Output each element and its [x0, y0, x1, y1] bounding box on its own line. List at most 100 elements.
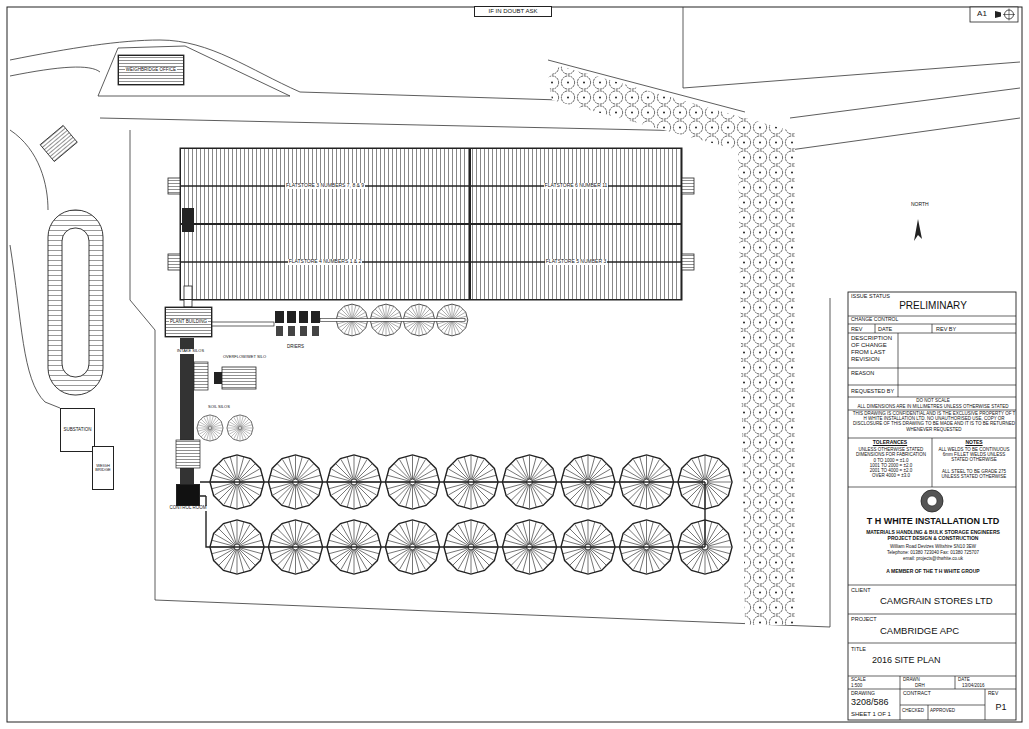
table-header: NOTES	[934, 440, 1014, 446]
road-edge	[10, 67, 100, 76]
sheet-number: SHEET 1 OF 1	[851, 711, 899, 718]
table-header: APPROVED	[930, 708, 980, 713]
tolerance-value: 1001 TO 2000 = ±2.0	[850, 463, 932, 468]
notice-box: IF IN DOUBT ASK	[474, 6, 552, 17]
table-header: REQUESTED BY	[851, 388, 911, 394]
site-boundary	[155, 298, 830, 627]
silo-conveyor	[200, 482, 705, 547]
area-label: OVERFLOW/WET SILO	[222, 355, 267, 360]
drier-base	[276, 326, 283, 336]
title-block-heading: CHANGE CONTROL	[851, 317, 931, 323]
table-header: REV BY	[936, 326, 976, 332]
table-header: TITLE	[851, 646, 911, 652]
conveyor	[320, 319, 465, 322]
store-conveyor	[184, 286, 192, 307]
company-tagline: PROJECT DESIGN & CONSTRUCTION	[850, 536, 1016, 542]
site-boundary	[130, 130, 155, 465]
road-edge	[10, 40, 560, 100]
table-header: DRAWING	[851, 691, 896, 697]
table-header: DESCRIPTION OF CHANGE FROM LAST REVISION	[851, 335, 897, 363]
tolerance-value: 2001 TO 4000 = ±2.0	[850, 468, 932, 473]
store-conveyor-head	[182, 208, 194, 232]
company-contact: email: projects@thwhite.co.uk	[850, 556, 1016, 561]
fabrication-note: ALL WELDS TO BE CONTINUOUS 6mm FILLET WE…	[935, 447, 1013, 463]
company-tagline: MATERIALS HANDLING & BULK STORAGE ENGINE…	[850, 530, 1016, 536]
store-door	[682, 178, 694, 194]
north-arrow	[914, 219, 922, 241]
flatstore-bay: FLATSTORE 6 NUMBER 11	[470, 148, 682, 224]
node-label: FLATSTORE 3 NUMBERS 7, 8 & 9	[285, 183, 365, 189]
node-label: IF IN DOUBT ASK	[488, 8, 539, 15]
area-label: DRIERS	[286, 344, 305, 349]
drawn-by: DRH	[915, 683, 950, 688]
flatstore-bay: FLATSTORE 5 NUMBER 3	[470, 224, 682, 300]
scale-value: 1:500	[851, 683, 891, 688]
revision-value: P1	[986, 702, 1016, 712]
area-label: SOIL SILOS	[207, 405, 231, 410]
table-header: REV	[988, 691, 1013, 697]
drawing-title: 2016 SITE PLAN	[872, 655, 1012, 665]
company-contact: Telephone: 01380 723040 Fax: 01380 72570…	[850, 550, 1016, 555]
office-yard	[98, 46, 290, 96]
table-header: REV	[851, 326, 871, 332]
sheet-size: A1	[972, 9, 992, 18]
sheet-border	[7, 7, 1022, 722]
projection-symbol-cone	[995, 11, 1001, 18]
overflow-silo-leg	[214, 372, 222, 384]
node-label: CONTROL ROOM	[168, 506, 207, 511]
table-header: PROJECT	[851, 616, 911, 622]
office-roof	[118, 55, 184, 85]
tolerance-note: UNLESS OTHERWISE STATED DIMENSIONS FOR F…	[852, 447, 930, 457]
drawing-note: ALL DIMENSIONS ARE IN MILLIMETRES UNLESS…	[850, 404, 1016, 409]
drier-unit	[275, 311, 284, 323]
company-logo-centre	[927, 496, 937, 506]
table-header: CONTRACT	[903, 691, 953, 697]
drier-base	[312, 326, 319, 336]
intake-pit	[176, 440, 200, 468]
confidentiality-note: THIS DRAWING IS CONFIDENTIAL AND IS THE …	[852, 411, 1016, 432]
node-label: WEIGHBRIDGE OFFICE	[125, 68, 177, 73]
store-door	[168, 254, 180, 270]
node-label: PLANT BUILDING	[169, 320, 208, 325]
date-value: 13/04/2016	[962, 683, 1012, 688]
road-edge	[790, 88, 1020, 118]
car-park-island	[62, 228, 89, 377]
store-door	[682, 254, 694, 270]
substation-building: SUBSTATION	[60, 408, 95, 452]
soil-silo	[197, 415, 223, 441]
table-header: REASON	[851, 370, 897, 376]
office-building: WEIGHBRIDGE OFFICE	[118, 55, 184, 85]
drier-unit	[299, 311, 308, 323]
drawing-number: 3208/586	[851, 697, 899, 707]
node-label: FLATSTORE 4 NUMBERS 1 & 2	[288, 259, 363, 265]
company-logo	[921, 490, 943, 512]
road-edge	[10, 130, 48, 210]
north-label: NORTH	[910, 202, 930, 208]
company-address: William Road Devizes Wiltshire SN10 3EW	[850, 544, 1016, 549]
store-door	[168, 178, 180, 194]
title-block-rules	[848, 316, 1016, 705]
car-park-track	[48, 210, 103, 395]
client-name: CAMGRAIN STORES LTD	[880, 596, 1014, 607]
table-header: TOLERANCES	[850, 440, 930, 446]
table-header: SCALE	[851, 677, 891, 682]
table-header: CHECKED	[902, 708, 928, 713]
drier-unit	[311, 311, 320, 323]
flatstore-bay: FLATSTORE 3 NUMBERS 7, 8 & 9	[180, 148, 470, 224]
node-label: FLATSTORE 5 NUMBER 3	[545, 259, 607, 265]
weighbridge: WEIGH BRIDGE	[92, 446, 114, 490]
drawing-note: DO NOT SCALE	[850, 398, 1016, 403]
company-name: T H WHITE INSTALLATION LTD	[850, 516, 1016, 526]
company-group: A MEMBER OF THE T H WHITE GROUP	[850, 569, 1016, 575]
intake-pit	[194, 362, 208, 390]
title-block-frame	[848, 292, 1016, 720]
flatstore-roof	[180, 148, 682, 300]
field-boundary	[683, 7, 1020, 88]
overflow-silo	[222, 367, 256, 389]
sheet-size-box	[970, 7, 1018, 22]
soil-silo	[227, 415, 253, 441]
area-label: INTAKE SILOS	[176, 349, 205, 354]
tolerance-value: 0 TO 1000 = ±1.0	[850, 458, 932, 463]
control-room: CONTROL ROOM	[176, 484, 200, 506]
table-header: CLIENT	[851, 587, 911, 593]
